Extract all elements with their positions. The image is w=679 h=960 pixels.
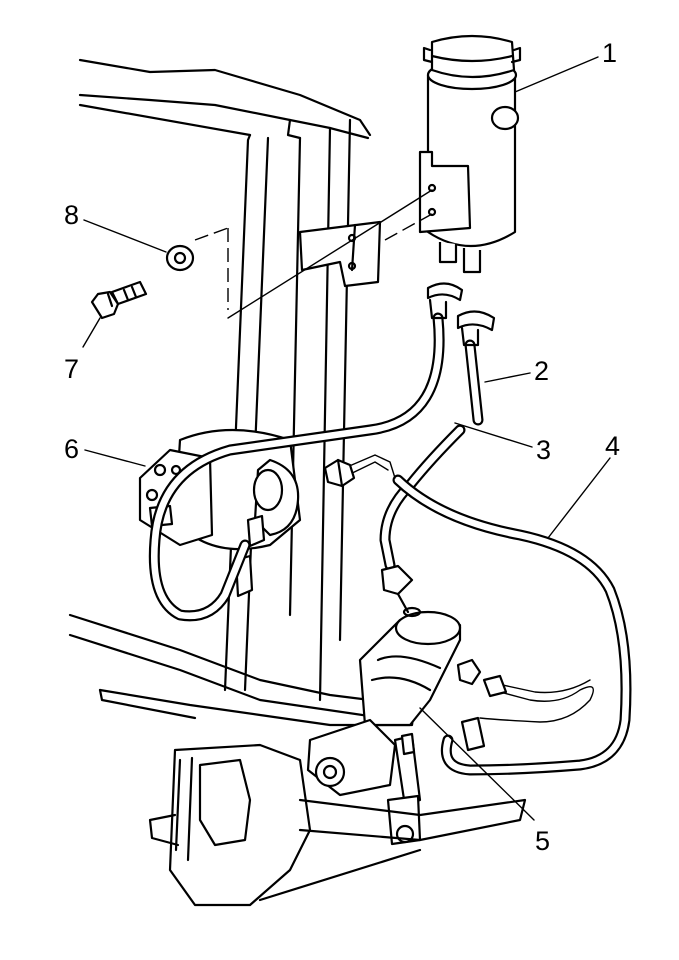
callout-labels: 1 2 3 4 5 6 7 8 [64, 38, 620, 856]
callout-3: 3 [536, 435, 551, 465]
radiator-support-frame [68, 58, 417, 727]
callout-4: 4 [605, 431, 620, 461]
leader-lines [82, 56, 611, 821]
callout-2: 2 [534, 356, 549, 386]
bolt [90, 280, 148, 320]
hose-clamp-upper [426, 282, 464, 320]
pressure-tube [339, 454, 594, 723]
gear-inlet-fitting [380, 564, 414, 614]
callout-1: 1 [602, 38, 617, 68]
hose-2-return-upper [464, 339, 484, 426]
alignment-lines [194, 189, 433, 319]
callout-6: 6 [64, 434, 79, 464]
steering-gear-box [306, 606, 462, 846]
gear-side-fitting [456, 658, 508, 752]
reservoir [418, 34, 522, 274]
lower-frame [148, 743, 527, 907]
hose-3-return [148, 312, 445, 622]
callout-8: 8 [64, 200, 79, 230]
hose-clamp-lower [456, 310, 496, 347]
callout-5: 5 [535, 826, 550, 856]
washer [165, 244, 195, 272]
callout-7: 7 [64, 354, 79, 384]
pump-fitting [323, 458, 356, 488]
mounting-bracket [298, 220, 382, 288]
